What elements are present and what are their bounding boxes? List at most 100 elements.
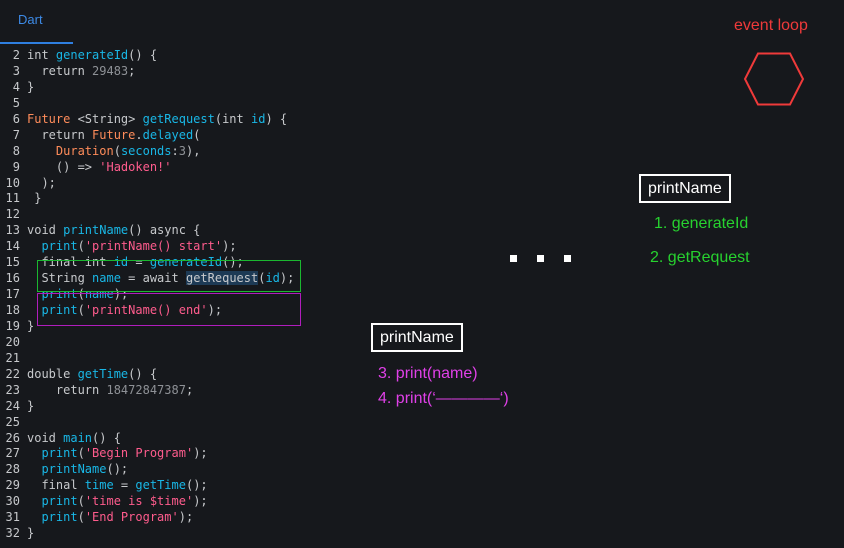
line-number: 13 bbox=[5, 223, 20, 238]
line-number: 11 bbox=[5, 191, 20, 206]
line-number: 26 bbox=[5, 430, 20, 445]
tab-dart[interactable]: Dart bbox=[0, 0, 73, 44]
code-token: () { bbox=[128, 48, 158, 62]
line-number: 14 bbox=[5, 239, 20, 254]
sync-lines-highlight bbox=[37, 260, 301, 292]
code-token: 18472847387 bbox=[106, 382, 186, 397]
code-token: ); bbox=[193, 494, 208, 509]
code-token: = bbox=[128, 255, 150, 270]
code-token: getRequest bbox=[142, 111, 215, 126]
code-token: ); bbox=[178, 510, 194, 525]
code-token: 'printName() end' bbox=[84, 303, 208, 317]
code-token: (); bbox=[106, 462, 129, 477]
code-token: ( bbox=[113, 143, 121, 158]
code-token: ( bbox=[77, 446, 85, 461]
code-line: 18 print('printName() end'); bbox=[0, 303, 330, 319]
step-generate-id: 1. generateId bbox=[654, 215, 749, 232]
event-loop-hexagon-icon bbox=[743, 52, 805, 106]
code-token: } bbox=[27, 526, 35, 541]
code-token: 'End Program' bbox=[84, 510, 179, 525]
code-token: ( bbox=[258, 271, 266, 286]
code-token: Future bbox=[92, 127, 136, 142]
code-token: } bbox=[27, 191, 42, 206]
line-number: 28 bbox=[5, 462, 20, 477]
code-token: print bbox=[27, 303, 78, 317]
step-print-name: 3. print(name) bbox=[378, 365, 478, 382]
line-number: 17 bbox=[5, 287, 20, 302]
code-token: ( bbox=[77, 494, 85, 509]
code-token: (); bbox=[222, 255, 244, 270]
code-line: 16 String name = await getRequest(id); bbox=[0, 271, 330, 287]
code-token: . bbox=[135, 127, 143, 142]
step-get-request: 2. getRequest bbox=[650, 249, 750, 266]
code-token: } bbox=[27, 318, 35, 333]
code-token: ); bbox=[222, 239, 237, 254]
line-number: 21 bbox=[5, 350, 20, 365]
code-token: printName bbox=[27, 462, 107, 477]
code-token: print bbox=[27, 239, 78, 254]
code-token: () => bbox=[27, 159, 100, 174]
code-token: ); bbox=[113, 287, 129, 302]
code-token: (int bbox=[214, 111, 251, 126]
code-token: (); bbox=[185, 478, 208, 493]
code-token: generateId bbox=[55, 48, 129, 62]
code-token: <String> bbox=[77, 111, 143, 126]
line-number: 20 bbox=[5, 334, 20, 349]
code-line: 14 print('printName() start'); bbox=[0, 239, 330, 255]
code-token: = bbox=[113, 478, 136, 493]
line-number: 15 bbox=[5, 255, 20, 270]
code-token: ( bbox=[77, 239, 85, 254]
event-loop-label: event loop bbox=[734, 17, 808, 34]
line-number: 32 bbox=[5, 526, 20, 541]
code-line: 28 printName(); bbox=[0, 462, 330, 478]
after-await-lines-highlight bbox=[37, 293, 301, 326]
code-token: ); bbox=[27, 175, 56, 190]
ellipsis-dot-3 bbox=[564, 255, 571, 262]
line-number: 12 bbox=[5, 207, 20, 222]
code-token: return bbox=[27, 382, 107, 397]
code-token: 'Begin Program' bbox=[84, 446, 194, 461]
code-token: ( bbox=[193, 127, 201, 142]
line-number: 19 bbox=[5, 318, 20, 333]
code-token: () { bbox=[128, 366, 158, 381]
code-token: } bbox=[27, 79, 35, 94]
line-number: 27 bbox=[5, 446, 20, 461]
code-line: 17 print(name); bbox=[0, 287, 330, 303]
code-token: double bbox=[27, 366, 78, 381]
code-line: 7 return Future.delayed( bbox=[0, 128, 330, 144]
code-token: generateId bbox=[149, 255, 223, 270]
code-token: ( bbox=[77, 510, 85, 525]
code-token: Future bbox=[27, 111, 78, 126]
code-token: 'printName() start' bbox=[84, 239, 223, 254]
code-line: 8 Duration(seconds:3), bbox=[0, 144, 330, 160]
code-line: 32} bbox=[0, 526, 330, 542]
code-token: name bbox=[84, 287, 114, 302]
code-token: () { bbox=[92, 430, 121, 445]
print-name-frame-top: printName bbox=[639, 174, 731, 203]
line-number: 25 bbox=[5, 414, 20, 429]
line-number: 30 bbox=[5, 494, 20, 509]
code-token: return bbox=[27, 63, 93, 78]
code-token: Duration bbox=[27, 143, 114, 158]
line-number: 16 bbox=[5, 271, 20, 286]
code-line: 11 } bbox=[0, 191, 330, 207]
line-number: 10 bbox=[5, 175, 20, 190]
ellipsis-dot-2 bbox=[537, 255, 544, 262]
code-line: 20 bbox=[0, 335, 330, 351]
line-number: 24 bbox=[5, 398, 20, 413]
code-token: 3 bbox=[178, 143, 186, 158]
code-token: print bbox=[27, 494, 78, 509]
line-number: 8 bbox=[12, 143, 20, 158]
line-number: 9 bbox=[12, 159, 20, 174]
step-print-end: 4. print(‘————‘) bbox=[378, 390, 509, 407]
code-line: 19} bbox=[0, 319, 330, 335]
code-token: void bbox=[27, 430, 64, 445]
code-token: id bbox=[113, 255, 129, 270]
code-line: 9 () => 'Hadoken!' bbox=[0, 160, 330, 176]
line-number: 31 bbox=[5, 510, 20, 525]
code-token: printName bbox=[63, 223, 129, 238]
code-token: void bbox=[27, 223, 64, 238]
